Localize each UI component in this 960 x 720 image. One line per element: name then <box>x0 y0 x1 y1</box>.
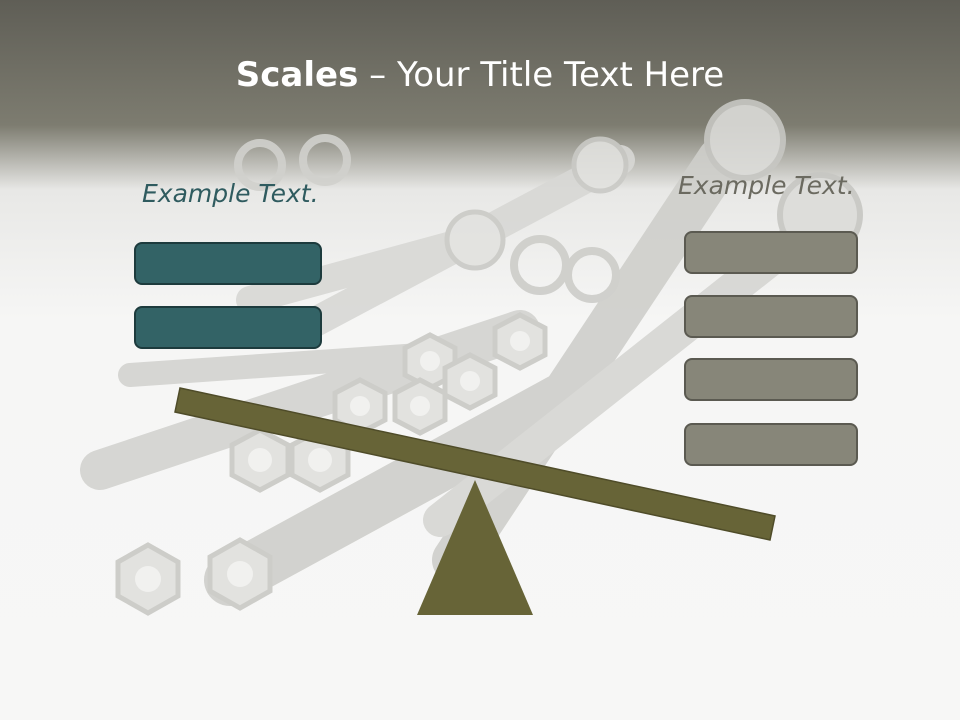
scale-fulcrum-triangle <box>417 480 533 615</box>
left-text-box[interactable] <box>134 242 322 285</box>
slide-title-rest: – Your Title Text Here <box>358 55 725 95</box>
right-text-box[interactable] <box>684 295 858 338</box>
wrench-icon <box>236 226 484 314</box>
right-text-box[interactable] <box>684 231 858 274</box>
wrench-icon <box>118 343 432 387</box>
slide-title: Scales – Your Title Text Here <box>0 52 960 98</box>
wrench-icon <box>204 374 586 606</box>
left-example-text: Example Text. <box>142 179 319 208</box>
right-text-box[interactable] <box>684 423 858 466</box>
right-text-box[interactable] <box>684 358 858 401</box>
scale-beam <box>174 387 776 541</box>
left-text-box[interactable] <box>134 306 322 349</box>
right-example-text: Example Text. <box>678 171 855 200</box>
slide-title-bold: Scales <box>235 55 359 95</box>
